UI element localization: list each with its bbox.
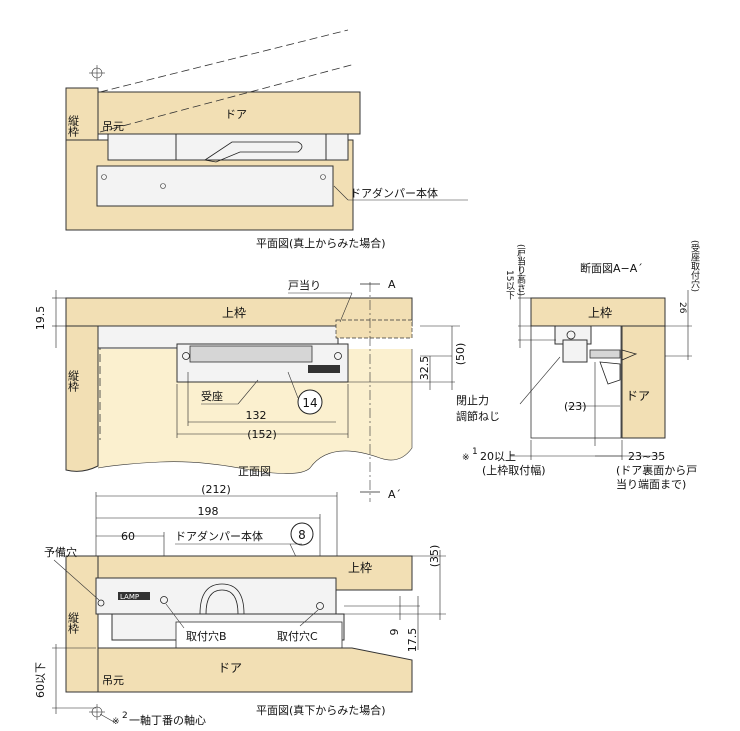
note2-prefix: ※: [112, 717, 120, 727]
label-26: 26: [677, 302, 687, 314]
front-caption: 正面図: [238, 465, 271, 478]
head-frame-label-section: 上枠: [588, 306, 612, 320]
head-frame-label-front: 上枠: [222, 306, 246, 320]
label-15-below: 15以下: [504, 270, 515, 300]
label-receiver-hole: (受座取付穴): [689, 240, 700, 292]
damper-arm-top: [203, 141, 303, 163]
section-a2-label: A´: [388, 488, 401, 501]
mount-hole-c: [316, 602, 324, 610]
section-a-label: A: [388, 278, 396, 291]
dim-212: (212): [201, 483, 231, 496]
spare-hole: [97, 599, 105, 607]
item-14-label: 14: [302, 396, 317, 410]
dim-32-5: 32.5: [418, 356, 431, 381]
damper-body-label-bottom: ドアダンパー本体: [175, 529, 263, 543]
adjust-screw-label: 調節ねじ: [456, 409, 500, 423]
damper-box-top: [175, 133, 327, 161]
hole-b-label: 取付穴B: [186, 629, 227, 643]
head-frame-section: [530, 297, 666, 327]
damper-section: [562, 339, 588, 363]
close-force-label: 閉止力: [456, 394, 489, 407]
note2-text: 一軸丁番の軸心: [129, 713, 206, 727]
front-view: 19.5 32.5 (50) 132 (152) 上枠 縦枠 戸当り 受座 14…: [34, 278, 467, 502]
jamb-label-top: 縦枠: [67, 115, 80, 138]
hinge-base-label-bottom: 吊元: [102, 674, 124, 687]
door-stop-label: 戸当り: [288, 278, 321, 292]
jamb-label-front: 縦枠: [67, 370, 80, 393]
dim-23: (23): [564, 400, 587, 413]
damper-logo-bottom: [118, 592, 150, 600]
damper-body-label-top: ドアダンパー本体: [350, 186, 438, 200]
door-top: [97, 91, 361, 135]
dim-60: 60: [121, 530, 135, 543]
dim-9: 9: [388, 629, 401, 636]
dim-35: (35): [428, 545, 441, 568]
range-label: 23~35: [628, 450, 665, 463]
head-frame-label-bottom: 上枠: [348, 561, 372, 575]
bottom-plan-view: (212) 198 60 ドアダンパー本体 8 LAMP 取付穴B 取付穴C ド…: [34, 483, 446, 727]
note1-text2: (上枠取付幅): [482, 463, 546, 477]
jamb-label-bottom: 縦枠: [67, 612, 80, 635]
mount-hole-b: [160, 596, 168, 604]
damper-logo-front: [308, 365, 340, 373]
door-label-top: ドア: [225, 108, 247, 121]
bottom-plan-caption: 平面図(真下からみた場合): [256, 703, 386, 717]
dim-60-below: 60以下: [34, 662, 47, 698]
note1-prefix: ※: [462, 453, 470, 463]
door-label-bottom: ドア: [218, 661, 242, 675]
logo-text: LAMP: [120, 593, 139, 601]
section-title: 断面図A−A´: [580, 261, 643, 275]
section-view: 断面図A−A´ 上枠 ドア 15以下 (戸当り高さ) 26 (受座取付穴) 閉止…: [456, 240, 700, 491]
dim-50: (50): [454, 343, 467, 366]
door-label-section: ドア: [626, 389, 650, 403]
door-bottom: [97, 647, 413, 693]
damper-body-top: [96, 165, 334, 207]
spare-hole-label: 予備穴: [44, 545, 77, 559]
range-note1: (ドア裏面から戸: [616, 463, 697, 477]
dim-198: 198: [198, 505, 219, 518]
jamb-bottom: [65, 555, 99, 693]
note1-text: 20以上: [480, 450, 516, 463]
dim-132: 132: [246, 409, 267, 422]
top-plan-caption: 平面図(真上からみた場合): [256, 236, 386, 250]
top-plan-view: ドアダンパー本体 ドア 吊元 縦枠 平面図(真上からみた場合): [65, 29, 468, 250]
dim-19-5: 19.5: [34, 306, 47, 331]
note1-sup: 1: [472, 447, 478, 457]
receiver-label: 受座: [201, 389, 223, 403]
hole-c-label: 取付穴C: [277, 629, 318, 643]
hinge-base-label-top: 吊元: [102, 120, 124, 133]
range-note2: 当り端面まで): [616, 477, 686, 491]
item-8-label: 8: [298, 528, 306, 542]
dim-152: (152): [247, 428, 277, 441]
label-door-stop-height: (戸当り高さ): [515, 244, 526, 296]
jamb-front: [65, 325, 99, 472]
dim-17-5: 17.5: [406, 628, 419, 653]
note2-sup: 2: [122, 711, 128, 721]
door-section: [621, 325, 666, 439]
